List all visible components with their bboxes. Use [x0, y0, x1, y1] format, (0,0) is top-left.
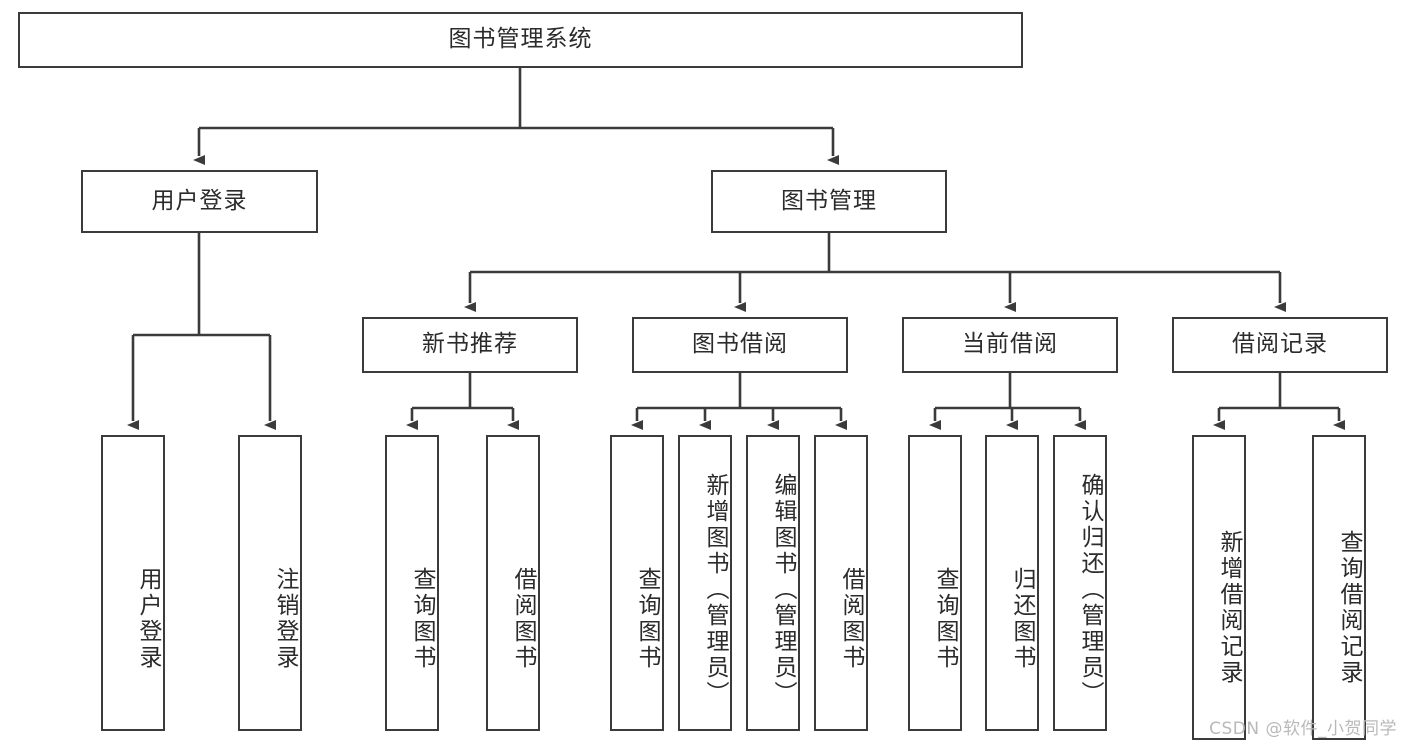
node-leaf-add-record[interactable]: 新增借阅记录: [1192, 435, 1246, 740]
node-leaf-query-book-rec-label: 查询图书: [409, 567, 435, 671]
node-leaf-query-book-rec[interactable]: 查询图书: [385, 435, 439, 731]
node-root-label: 图书管理系统: [448, 26, 593, 53]
node-leaf-query-book-cur-label: 查询图书: [932, 567, 958, 671]
node-current-borrow-label: 当前借阅: [962, 331, 1058, 358]
node-leaf-query-book-cur[interactable]: 查询图书: [908, 435, 962, 731]
node-current-borrow[interactable]: 当前借阅: [902, 317, 1118, 373]
node-new-book-recommend-label: 新书推荐: [422, 331, 518, 358]
node-leaf-borrow-book[interactable]: 借阅图书: [814, 435, 868, 731]
node-leaf-confirm-return[interactable]: 确认归还（管理员）: [1053, 435, 1107, 731]
node-leaf-query-book-borrow[interactable]: 查询图书: [610, 435, 664, 731]
node-user-login-label: 用户登录: [151, 187, 248, 214]
watermark: CSDN @软件_小贺同学: [1209, 719, 1397, 739]
node-leaf-return-book-label: 归还图书: [1009, 567, 1035, 671]
node-leaf-add-book[interactable]: 新增图书（管理员）: [678, 435, 732, 731]
node-leaf-confirm-return-label: 确认归还（管理员）: [1077, 473, 1103, 707]
node-leaf-query-record-label: 查询借阅记录: [1336, 529, 1362, 686]
node-root[interactable]: 图书管理系统: [18, 12, 1023, 68]
node-new-book-recommend[interactable]: 新书推荐: [362, 317, 578, 373]
node-leaf-user-login-label: 用户登录: [135, 567, 161, 671]
node-book-manage[interactable]: 图书管理: [711, 170, 947, 233]
node-leaf-edit-book-label: 编辑图书（管理员）: [770, 473, 796, 707]
node-leaf-user-login[interactable]: 用户登录: [101, 435, 165, 731]
node-leaf-borrow-book-rec[interactable]: 借阅图书: [486, 435, 540, 731]
node-leaf-logout[interactable]: 注销登录: [238, 435, 302, 731]
node-leaf-add-record-label: 新增借阅记录: [1216, 529, 1242, 686]
node-leaf-query-record[interactable]: 查询借阅记录: [1312, 435, 1366, 740]
node-leaf-borrow-book-label: 借阅图书: [838, 567, 864, 671]
node-borrow-record-label: 借阅记录: [1232, 331, 1328, 358]
node-book-borrow[interactable]: 图书借阅: [632, 317, 848, 373]
node-leaf-borrow-book-rec-label: 借阅图书: [510, 567, 536, 671]
node-leaf-edit-book[interactable]: 编辑图书（管理员）: [746, 435, 800, 731]
node-user-login[interactable]: 用户登录: [81, 170, 318, 233]
node-leaf-return-book[interactable]: 归还图书: [985, 435, 1039, 731]
node-leaf-add-book-label: 新增图书（管理员）: [702, 473, 728, 707]
node-leaf-logout-label: 注销登录: [272, 567, 298, 671]
node-borrow-record[interactable]: 借阅记录: [1172, 317, 1388, 373]
node-book-borrow-label: 图书借阅: [692, 331, 788, 358]
node-book-manage-label: 图书管理: [781, 187, 877, 214]
node-leaf-query-book-borrow-label: 查询图书: [634, 567, 660, 671]
